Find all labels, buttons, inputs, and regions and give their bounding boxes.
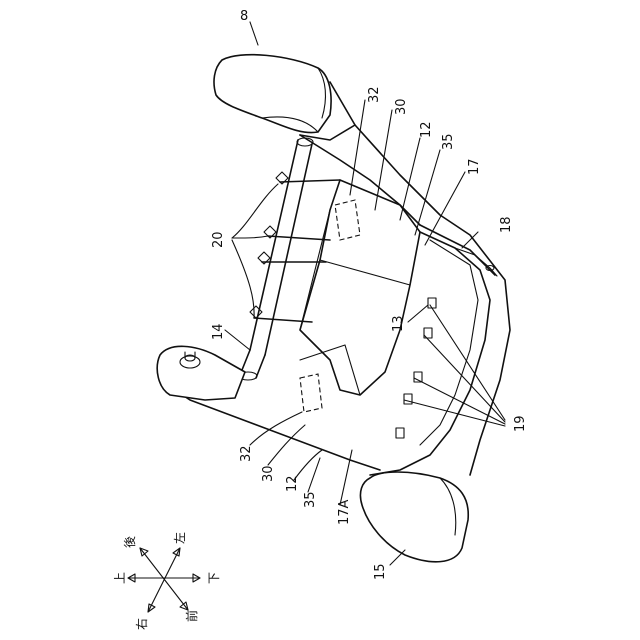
label-35-bottom: 35 <box>303 491 318 508</box>
hidden-parts <box>300 200 360 412</box>
rear-cushion-part <box>214 55 331 133</box>
label-32-bottom: 32 <box>239 445 254 462</box>
arrow-left-icon <box>173 548 180 556</box>
left-bracket <box>157 346 245 400</box>
dir-left: 左 <box>172 532 187 544</box>
label-30-bottom: 30 <box>261 465 276 482</box>
label-14: 14 <box>211 323 226 340</box>
dir-front: 前 <box>184 610 199 622</box>
label-35-top: 35 <box>441 133 456 150</box>
label-30-top: 30 <box>394 98 409 115</box>
dir-right: 右 <box>134 618 149 630</box>
label-19: 19 <box>513 415 528 432</box>
label-17A: 17A <box>337 499 352 525</box>
front-cushion-part <box>360 472 468 562</box>
direction-compass: 上 下 後 左 右 前 <box>113 532 221 630</box>
label-15: 15 <box>373 563 388 580</box>
label-13: 13 <box>391 315 406 332</box>
label-12-top: 12 <box>419 121 434 138</box>
side-panel <box>370 232 490 475</box>
label-18: 18 <box>499 216 514 233</box>
dir-rear: 後 <box>123 536 137 548</box>
label-32-top: 32 <box>367 86 382 103</box>
label-8: 8 <box>240 9 248 24</box>
dir-down: 下 <box>207 572 221 584</box>
label-17: 17 <box>467 158 482 175</box>
springs <box>250 172 340 322</box>
label-20: 20 <box>211 231 226 248</box>
rear-cross-pipe <box>250 138 313 355</box>
label-12-bottom: 12 <box>285 475 300 492</box>
left-right-axis <box>148 548 180 612</box>
arrow-right-icon <box>148 604 155 612</box>
dir-up: 上 <box>113 572 127 584</box>
